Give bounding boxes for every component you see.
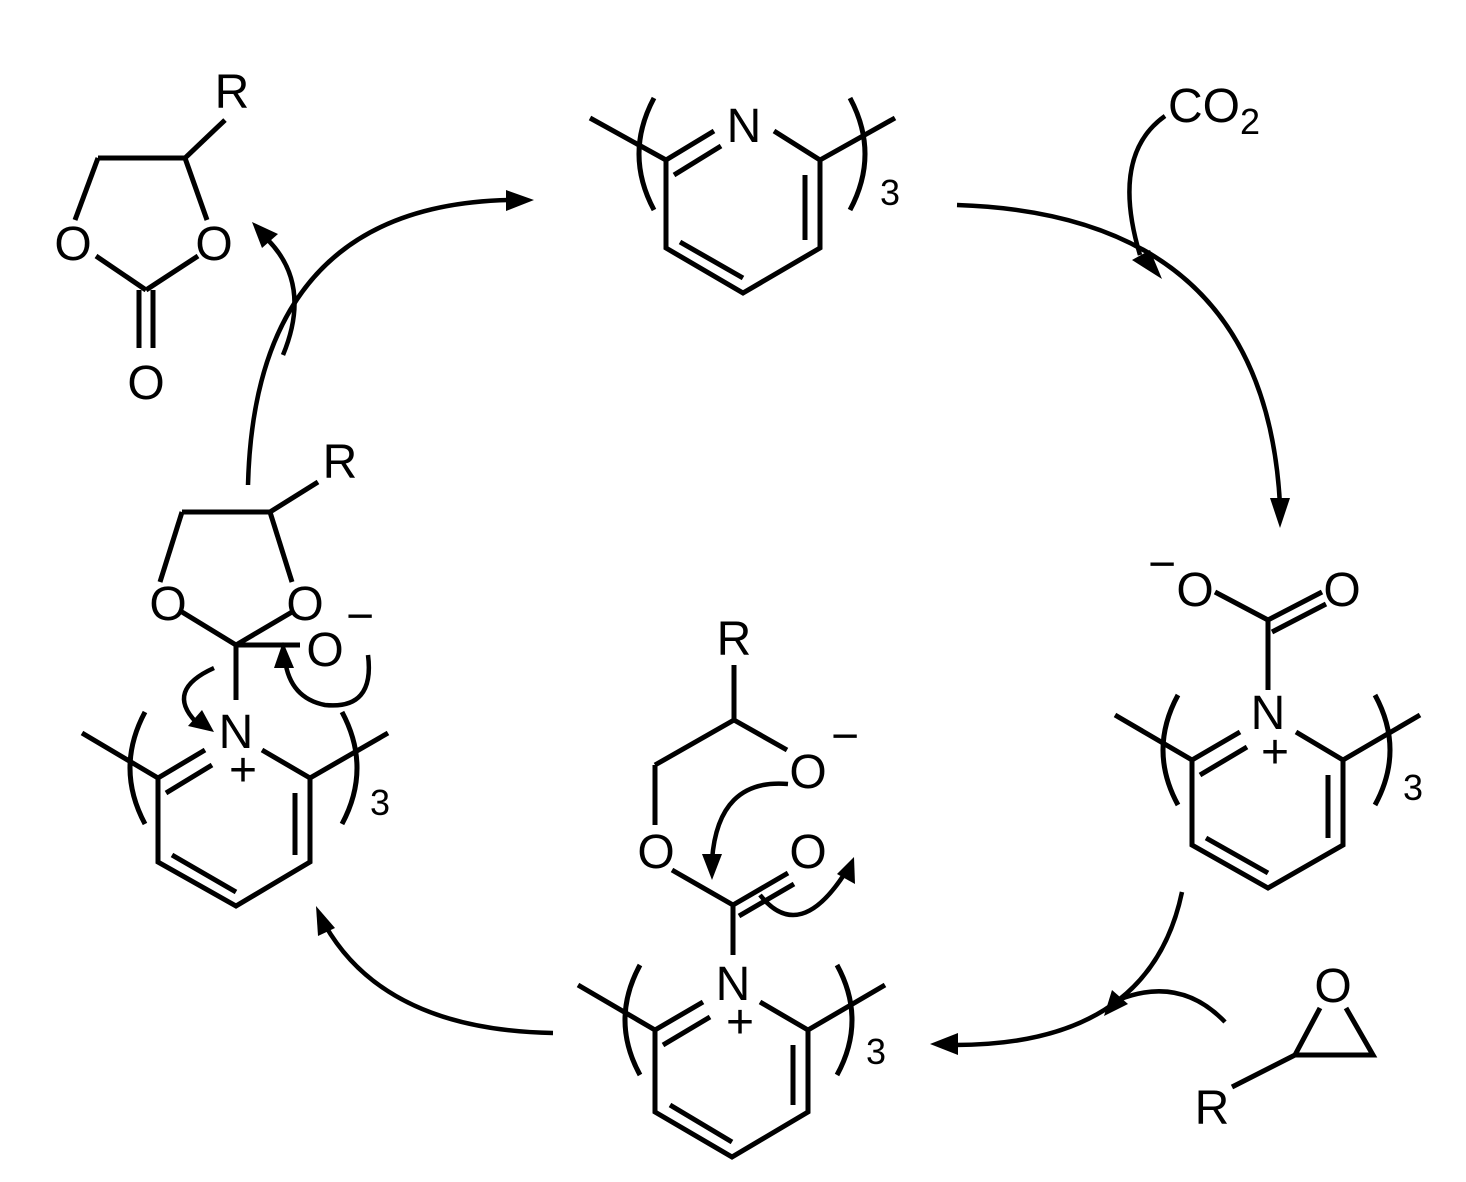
product-cyclic-carbonate: R O O O xyxy=(54,66,249,410)
alkoxide-repeat-subscript: 3 xyxy=(866,1031,886,1072)
alkoxide-plus-label: + xyxy=(726,996,754,1049)
epoxide-reagent: O R xyxy=(1195,960,1378,1135)
carbamate-minus-label: − xyxy=(1148,538,1176,591)
co2-main-text: CO xyxy=(1168,80,1240,133)
cyclic-oxide-label: O xyxy=(306,624,343,677)
cyclic-r-label: R xyxy=(323,436,358,489)
alkoxide-nitrogen-label: N xyxy=(716,958,751,1011)
carbamate-carbonyl-label: O xyxy=(1323,564,1360,617)
arrow-bond-to-nitrogen xyxy=(181,665,215,724)
alkoxide-r-label: R xyxy=(717,613,752,666)
epoxide-oxygen-label: O xyxy=(1314,960,1351,1013)
arrow-co2-entry xyxy=(1127,114,1167,256)
arrow-oxide-reform xyxy=(282,654,372,708)
cyclic-oxygen-left-label: O xyxy=(149,578,186,631)
co2-label: CO2 xyxy=(1168,80,1260,142)
carbamate-plus-label: + xyxy=(1261,726,1289,779)
arrow-carbamate-to-alkoxide xyxy=(954,891,1185,1048)
cycle-arrows xyxy=(245,114,1290,1055)
arrowhead-alkoxide xyxy=(930,1033,958,1055)
arrowhead-cyclic xyxy=(316,906,335,936)
arrow-epoxide-entry xyxy=(1117,989,1227,1024)
alkoxide-intermediate: R O − O O N + 3 xyxy=(576,613,887,1160)
arrowhead-product xyxy=(252,222,278,248)
arrow-alkoxide-to-cyclic xyxy=(323,923,554,1036)
arrow-cyclic-to-catalyst xyxy=(245,197,511,486)
arrowhead-oxide-reform xyxy=(274,642,294,668)
carbamate-oxide-label: O xyxy=(1176,564,1213,617)
cyclic-oxygen-right-label: O xyxy=(286,578,323,631)
cyclic-minus-label: − xyxy=(346,590,374,643)
arrowhead-carbonyl-pi xyxy=(837,857,855,884)
cyclic-nitrogen-label: N xyxy=(219,706,254,759)
catalyst-nitrogen-label: N xyxy=(727,100,762,153)
alkoxide-oxide-label: O xyxy=(789,746,826,799)
cyclic-plus-label: + xyxy=(229,744,257,797)
arrowhead-catalyst xyxy=(506,190,534,211)
carbonate-carbonyl-label: O xyxy=(127,357,164,410)
alkoxide-carbonyl-label: O xyxy=(789,826,826,879)
arrowhead-epoxide-entry xyxy=(1104,990,1128,1016)
carbamate-intermediate: O − O N + 3 xyxy=(1113,538,1423,891)
arrow-product-release xyxy=(266,238,297,356)
carbamate-repeat-subscript: 3 xyxy=(1403,767,1423,808)
co2-subscript: 2 xyxy=(1240,101,1260,142)
catalyst-repeat-subscript: 3 xyxy=(880,172,900,213)
alkoxide-minus-label: − xyxy=(831,710,859,763)
alkoxide-ester-oxygen-label: O xyxy=(637,826,674,879)
epoxide-r-label: R xyxy=(1195,1082,1230,1135)
carbonate-oxygen-left-label: O xyxy=(54,218,91,271)
mechanism-arrows xyxy=(181,642,855,918)
co2-reagent: CO2 xyxy=(1168,80,1260,142)
carbamate-nitrogen-label: N xyxy=(1251,687,1286,740)
arrowhead-carbamate xyxy=(1270,498,1290,528)
cyclic-repeat-subscript: 3 xyxy=(370,782,390,823)
arrow-catalyst-to-carbamate xyxy=(956,202,1283,506)
cyclic-intermediate: R O O O − N + 3 xyxy=(80,436,390,909)
arrowhead-alkoxide-attack xyxy=(702,854,722,880)
catalyst-pyridine-polymer: N 3 xyxy=(588,96,900,296)
arrow-alkoxide-attack xyxy=(709,781,789,861)
arrowhead-bond-to-nitrogen xyxy=(188,710,214,732)
arrow-carbonyl-pi xyxy=(758,868,849,918)
arrowhead-co2-entry xyxy=(1132,250,1162,279)
carbonate-r-label: R xyxy=(215,66,250,119)
carbonate-oxygen-right-label: O xyxy=(195,218,232,271)
